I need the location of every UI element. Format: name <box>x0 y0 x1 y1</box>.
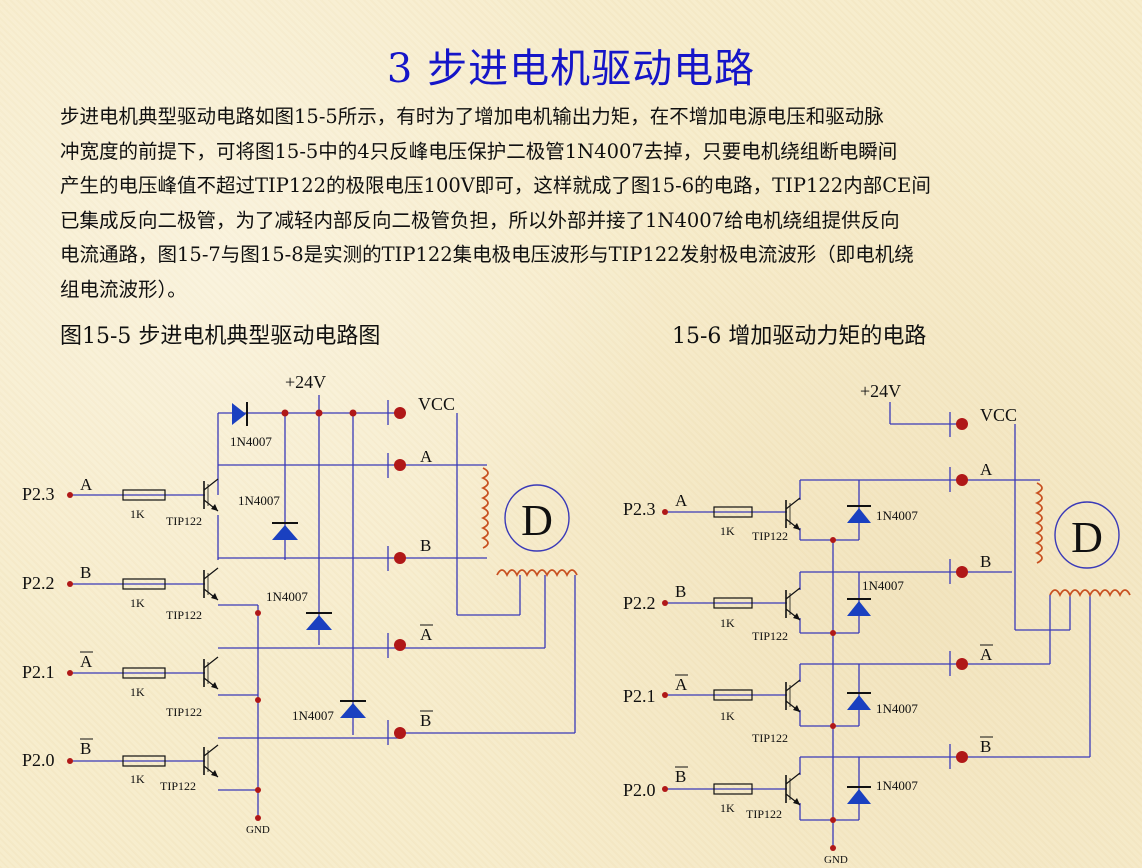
vcc-label: VCC <box>418 394 455 414</box>
phase-label: B <box>80 563 91 582</box>
diodes-right <box>847 505 871 804</box>
diode-label: 1N4007 <box>230 434 272 449</box>
phase-label: A <box>80 475 93 494</box>
motor-label: D <box>521 496 553 545</box>
figure-caption-right: 15-6 增加驱动力矩的电路 <box>672 324 927 349</box>
phase-label: B <box>80 739 91 758</box>
phase-label: A <box>980 645 993 664</box>
paragraph-line: 产生的电压峰值不超过TIP122的极限电压100V即可，这样就成了图15-6的电… <box>60 174 931 197</box>
transistor-label: TIP122 <box>166 608 202 622</box>
transistor-label: TIP122 <box>752 529 788 543</box>
labels-left: +24V VCC GND 1N4007 1N4007 1N4007 1N4007… <box>22 372 455 836</box>
paragraph-line: 组电流波形）。 <box>60 277 187 301</box>
resistor-label: 1K <box>720 616 735 630</box>
resistor-label: 1K <box>130 507 145 521</box>
phase-label: A <box>420 447 433 466</box>
motor-right: D <box>1036 482 1131 596</box>
supply-label: +24V <box>860 381 901 401</box>
resistor-label: 1K <box>130 685 145 699</box>
diode-label: 1N4007 <box>876 701 918 716</box>
resistor-label: 1K <box>720 524 735 538</box>
input-label: P2.0 <box>623 780 656 800</box>
diodes-left <box>232 402 366 718</box>
page-title: 3 步进电机驱动电路 <box>386 46 756 92</box>
input-label: P2.1 <box>623 686 656 706</box>
gnd-label: GND <box>246 824 270 836</box>
resistor-label: 1K <box>130 596 145 610</box>
nodes-left <box>67 407 406 821</box>
diode-label: 1N4007 <box>876 508 918 523</box>
phase-label: B <box>420 536 431 555</box>
resistors-right <box>713 506 753 795</box>
paragraph-line: 步进电机典型驱动电路如图15-5所示，有时为了增加电机输出力矩，在不增加电源电压… <box>60 105 884 128</box>
resistor-label: 1K <box>720 801 735 815</box>
input-label: P2.2 <box>623 593 656 613</box>
motor-left: D <box>482 467 578 576</box>
input-label: P2.3 <box>623 499 656 519</box>
vcc-label: VCC <box>980 405 1017 425</box>
phase-label: A <box>980 460 993 479</box>
transistor-label: TIP122 <box>746 807 782 821</box>
nodes-right <box>662 418 968 851</box>
resistor-label: 1K <box>720 709 735 723</box>
wires-right <box>665 402 1091 848</box>
transistors-right <box>785 497 801 806</box>
phase-label: A <box>675 491 688 510</box>
phase-label: B <box>675 767 686 786</box>
phase-label: B <box>980 737 991 756</box>
resistor-label: 1K <box>130 772 145 786</box>
input-label: P2.0 <box>22 750 55 770</box>
transistor-label: TIP122 <box>752 629 788 643</box>
supply-label: +24V <box>285 372 326 392</box>
paragraph-line: 冲宽度的前提下，可将图15-5中的4只反峰电压保护二极管1N4007去掉，只要电… <box>60 139 898 163</box>
input-label: P2.2 <box>22 573 55 593</box>
labels-right: +24V VCC GND 1N4007 1N4007 1N4007 1N4007… <box>623 381 1017 866</box>
phase-label: A <box>420 625 433 644</box>
phase-label: B <box>675 582 686 601</box>
figure-caption-left: 图15-5 步进电机典型驱动电路图 <box>60 324 381 349</box>
motor-label: D <box>1071 513 1103 562</box>
diode-label: 1N4007 <box>876 778 918 793</box>
resistors-left <box>122 489 166 767</box>
paragraph-line: 电流通路，图15-7与图15-8是实测的TIP122集电极电压波形与TIP122… <box>60 243 914 266</box>
phase-label: A <box>675 675 688 694</box>
gnd-label: GND <box>824 854 848 866</box>
input-label: P2.1 <box>22 662 55 682</box>
body-paragraph: 步进电机典型驱动电路如图15-5所示，有时为了增加电机输出力矩，在不增加电源电压… <box>60 100 1090 307</box>
transistor-label: TIP122 <box>160 779 196 793</box>
phase-label: B <box>980 552 991 571</box>
diode-label: 1N4007 <box>292 708 334 723</box>
input-label: P2.3 <box>22 484 55 504</box>
diode-label: 1N4007 <box>862 578 904 593</box>
phase-label: B <box>420 711 431 730</box>
diode-label: 1N4007 <box>266 589 308 604</box>
transistor-label: TIP122 <box>166 705 202 719</box>
transistor-label: TIP122 <box>752 731 788 745</box>
diode-label: 1N4007 <box>238 493 280 508</box>
paragraph-line: 已集成反向二极管，为了减轻内部反向二极管负担，所以外部并接了1N4007给电机绕… <box>60 208 900 232</box>
transistor-label: TIP122 <box>166 514 202 528</box>
phase-label: A <box>80 652 93 671</box>
